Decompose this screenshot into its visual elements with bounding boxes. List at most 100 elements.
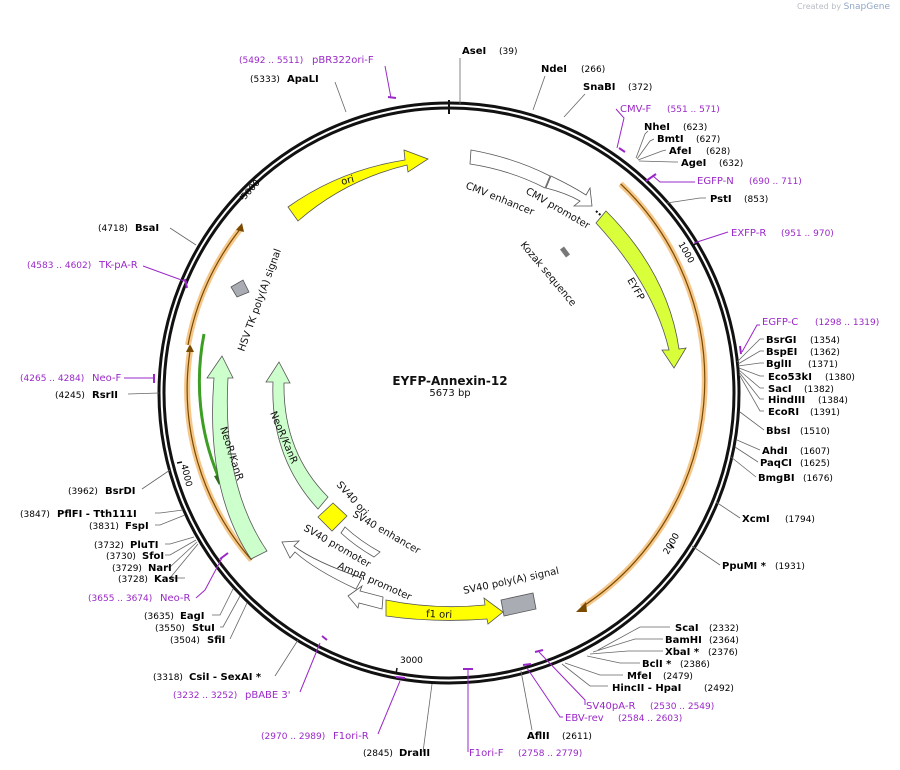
enzyme-position: (2376) — [708, 648, 738, 658]
enzyme-label: StuI — [192, 623, 215, 634]
enzyme-position: (627) — [696, 135, 720, 145]
primer-label: EGFP-N — [697, 176, 734, 187]
plasmid-name: EYFP-Annexin-12 — [392, 374, 508, 388]
tick-mark — [239, 195, 244, 200]
enzyme-position: (266) — [581, 65, 605, 75]
enzyme-leaders — [127, 58, 765, 753]
orf-arc-tk-line — [187, 227, 242, 346]
tick-mark — [176, 461, 183, 464]
primer-label: F1ori-F — [469, 748, 504, 759]
enzyme-label: ScaI — [675, 623, 699, 634]
enzyme-label: NarI — [148, 563, 172, 574]
enzyme-position: (2611) — [562, 732, 592, 742]
enzyme-label: HincII - HpaI — [612, 683, 681, 694]
enzyme-position: (1931) — [775, 562, 805, 572]
feature-sv40-ori — [317, 502, 348, 532]
feature-ori — [287, 149, 429, 222]
tick-mark — [691, 242, 698, 247]
enzyme-position: (1362) — [810, 348, 840, 358]
enzyme-position: (3504) — [170, 636, 200, 646]
enzyme-label: PstI — [710, 194, 732, 205]
enzyme-label: BmtI — [657, 134, 684, 145]
primer-range: (2584 .. 2603) — [618, 714, 682, 724]
feature-label-kozak: Kozak sequence — [518, 240, 578, 309]
enzyme-label: AfeI — [669, 146, 692, 157]
feature-sv40-polya — [500, 592, 537, 617]
primer-label: CMV-F — [620, 104, 651, 115]
primer-range: (1298 .. 1319) — [815, 318, 879, 328]
primer-label: pBR322ori-F — [312, 55, 374, 66]
feature-neo-outer — [206, 355, 268, 560]
enzyme-position: (2492) — [704, 684, 734, 694]
enzyme-label: SacI — [768, 384, 792, 395]
enzyme-label: Eco53kI — [768, 372, 812, 383]
enzyme-position: (853) — [744, 195, 768, 205]
primer-markers — [124, 65, 760, 752]
primer-label: F1ori-R — [333, 731, 369, 742]
enzyme-label: PaqCI — [760, 458, 792, 469]
primer-range: (4583 .. 4602) — [27, 261, 91, 271]
enzyme-label: BsrGI — [766, 335, 796, 346]
enzyme-position: (1510) — [800, 427, 830, 437]
enzyme-position: (1380) — [825, 373, 855, 383]
enzyme-position: (1382) — [804, 385, 834, 395]
enzyme-label: BglII — [766, 359, 792, 370]
enzyme-position: (3729) — [112, 564, 142, 574]
enzyme-label: ApaLI — [287, 74, 319, 85]
enzyme-label: AseI — [462, 46, 486, 57]
feature-kozak — [560, 246, 570, 258]
primer-label: Neo-R — [160, 593, 191, 604]
primer-range: (690 .. 711) — [749, 177, 802, 187]
enzyme-label: PpuMI * — [722, 561, 767, 572]
enzyme-position: (1676) — [803, 474, 833, 484]
enzyme-label: RsrII — [92, 390, 118, 401]
enzyme-label: CsiI - SexAI * — [189, 672, 262, 683]
orf-arc-neo-head — [186, 344, 194, 352]
primer-label: EBV-rev — [565, 713, 604, 724]
orf-arc-tk-head — [236, 223, 244, 232]
tick-label: 3000 — [400, 656, 423, 666]
enzyme-label: EagI — [180, 611, 204, 622]
enzyme-label: BsaI — [135, 223, 159, 234]
enzyme-label: PluTI — [130, 540, 158, 551]
feature-label-cmv-enhancer: CMV enhancer — [464, 181, 536, 219]
enzyme-label: KasI — [154, 574, 178, 585]
enzyme-position: (1354) — [810, 336, 840, 346]
primer-range: (5492 .. 5511) — [239, 56, 303, 66]
feature-cmv-enhancer — [469, 149, 551, 189]
feature-cmv-promoter — [545, 175, 593, 207]
enzyme-position: (3730) — [106, 552, 136, 562]
enzyme-label: PflFI - Tth111I — [57, 509, 137, 520]
snapgene-credit: Created by SnapGene — [797, 2, 890, 12]
enzyme-label: AflII — [527, 731, 550, 742]
enzyme-position: (2479) — [663, 672, 693, 682]
enzyme-position: (623) — [683, 123, 707, 133]
enzyme-label: BmgBI — [758, 473, 795, 484]
orf-arc-neo-line — [186, 350, 253, 561]
enzyme-position: (3962) — [68, 487, 98, 497]
primer-label: SV40pA-R — [586, 701, 635, 712]
enzyme-position: (39) — [499, 47, 517, 57]
enzyme-position: (4718) — [98, 224, 128, 234]
enzyme-label: AhdI — [762, 446, 788, 457]
enzyme-position: (372) — [628, 83, 652, 93]
enzyme-position: (2386) — [680, 660, 710, 670]
enzyme-position: (4245) — [55, 391, 85, 401]
feature-ampr-promoter — [347, 584, 384, 610]
enzyme-position: (3831) — [89, 522, 119, 532]
enzyme-position: (2332) — [709, 624, 739, 634]
orf-arc-eyfp-head — [576, 602, 587, 612]
enzyme-label: BclI * — [642, 659, 672, 670]
enzyme-position: (1794) — [785, 515, 815, 525]
enzyme-position: (3635) — [144, 612, 174, 622]
enzyme-position: (3550) — [155, 624, 185, 634]
enzyme-label: XcmI — [742, 514, 770, 525]
feature-neo-inner — [265, 361, 329, 510]
feature-sv40-enhancer — [340, 526, 381, 558]
primer-range: (551 .. 571) — [667, 105, 720, 115]
enzyme-position: (3732) — [94, 541, 124, 551]
primer-range: (3655 .. 3674) — [88, 594, 152, 604]
primer-label: EGFP-C — [762, 317, 798, 328]
feature-sv40-promoter — [281, 540, 363, 590]
